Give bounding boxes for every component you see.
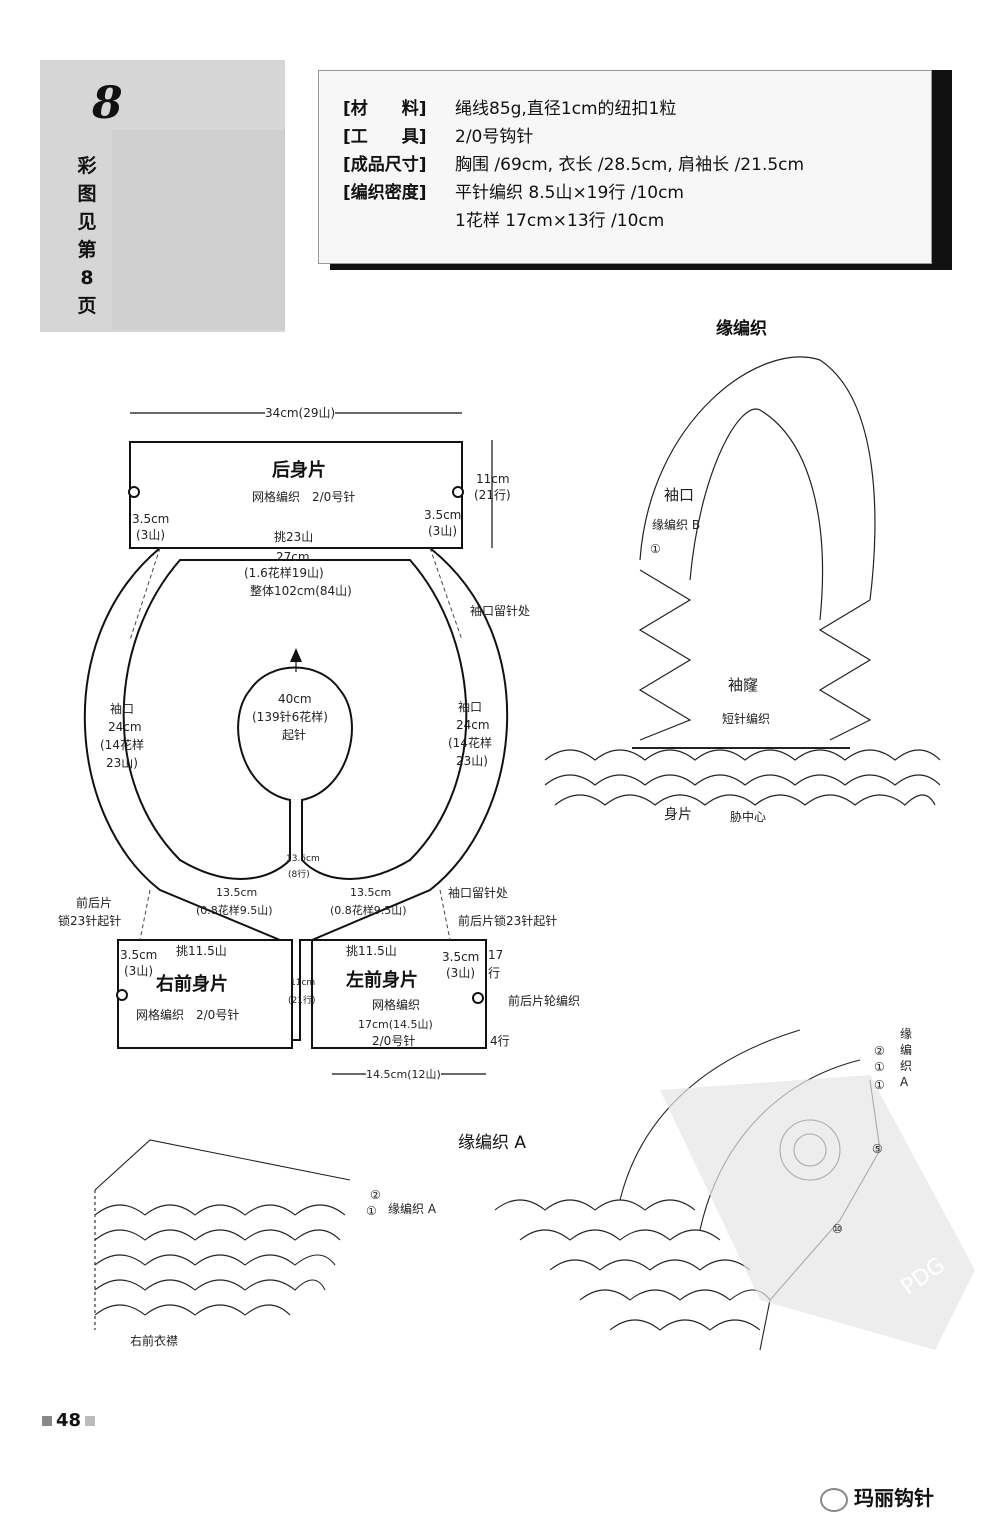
- neck-stitches-label: (139针6花样): [252, 710, 328, 724]
- rf-3-shan: (3山): [124, 964, 153, 978]
- fan-row-10: ⑩: [832, 1222, 843, 1236]
- edge-b-label: 缘编织 B: [652, 518, 701, 532]
- back-piece-outline: [129, 441, 463, 549]
- back-rows-label: (21行): [474, 488, 511, 502]
- cuff-hold-top-label: 袖口留针处: [470, 604, 531, 618]
- front-left-13-5cm: 13.5cm: [216, 886, 258, 899]
- rows-17-label: 17: [488, 948, 504, 962]
- sleeve-arch-outer: [639, 356, 876, 601]
- neck-40cm-label: 40cm: [278, 692, 312, 706]
- edge-knit-title: 缘编织: [716, 319, 767, 339]
- right-front-title: 右前身片: [156, 974, 228, 995]
- edge-a-title: 缘编织 A: [458, 1133, 527, 1153]
- front-mid-21-rows: (21行): [288, 996, 316, 1006]
- wechat-icon: [820, 1487, 848, 1512]
- rows-4-label: 4行: [490, 1034, 510, 1048]
- left-front-outline: [311, 939, 487, 1049]
- back-width-label: 34cm(29山): [265, 406, 336, 420]
- photo-reference: 彩 图 见 第 8 页: [77, 155, 97, 317]
- page-number: 48: [42, 1410, 96, 1431]
- cuff-title: 袖口: [664, 486, 695, 504]
- front-mid-11cm: 11cm: [290, 978, 316, 988]
- back-right-3-5cm: 3.5cm: [424, 508, 462, 522]
- left-sleeve-label-2: 24cm: [108, 720, 142, 734]
- yoke-outer-outline: [83, 547, 509, 1041]
- garment-photo: [112, 130, 285, 330]
- short-stitch-label: 短针编织: [722, 712, 771, 726]
- body-label: 身片: [664, 807, 692, 823]
- lf-3-shan: (3山): [446, 966, 475, 980]
- edge-a-side-label: 缘编织 A: [388, 1202, 437, 1216]
- front-left-motif: (0.8花样9.5山): [196, 904, 273, 917]
- rf-3-5cm: 3.5cm: [120, 948, 158, 962]
- pick-23-label: 挑23山: [274, 530, 314, 544]
- sleeve-arch-inner: [689, 408, 824, 621]
- left-front-title: 左前身片: [346, 970, 418, 991]
- page-marker-icon: [42, 1416, 52, 1426]
- right-placket-label: 右前衣襟: [130, 1334, 179, 1348]
- edge-a-row-1: ①: [366, 1204, 377, 1218]
- front-right-motif: (0.8花样9.5山): [330, 904, 407, 917]
- lf-3-5cm: 3.5cm: [442, 950, 480, 964]
- yoke-27cm-label: 27cm: [276, 550, 310, 564]
- lock-left-label-1: 前后片: [76, 896, 113, 910]
- right-sleeve-label-4: 23山): [456, 754, 488, 768]
- back-left-3-5cm: 3.5cm: [132, 512, 170, 526]
- info-box-shadow: [930, 70, 952, 270]
- right-sleeve-label-3: (14花样: [448, 736, 492, 750]
- fan-vertical-label: 缘 编 织 A: [900, 1027, 913, 1089]
- yoke-motif-label: (1.6花样19山): [244, 566, 324, 580]
- info-row-size: [成品尺寸]胸围 /69cm, 衣长 /28.5cm, 肩袖长 /21.5cm: [343, 155, 805, 175]
- left-sleeve-label-4: 23山): [106, 756, 138, 770]
- right-sleeve-label-2: 24cm: [456, 718, 490, 732]
- left-sleeve-label-1: 袖口: [110, 702, 135, 716]
- cuff-hold-bottom-label: 袖口留针处: [448, 886, 509, 900]
- info-row-tools: [工 具]2/0号钩针: [343, 127, 534, 147]
- lf-pattern-label: 网格编织: [372, 998, 421, 1012]
- yoke-total-label: 整体102cm(84山): [250, 584, 352, 598]
- neck-cast-on-label: 起针: [282, 728, 307, 742]
- page-marker-icon-right: [85, 1416, 96, 1426]
- fan-row-1b: ①: [874, 1078, 885, 1092]
- center-8-rows: (8行): [288, 870, 310, 880]
- materials-info-box: [材 料]绳线85g,直径1cm的纽扣1粒 [工 具]2/0号钩针 [成品尺寸]…: [318, 70, 932, 264]
- back-pattern-label: 网格编织 2/0号针: [252, 490, 356, 504]
- back-right-3-shan: (3山): [428, 524, 457, 538]
- pick-11-5-left: 挑11.5山: [176, 944, 227, 958]
- info-row-gauge: [编织密度]平针编织 8.5山×19行 /10cm: [343, 183, 684, 203]
- yoke-inner-outline: [122, 559, 468, 880]
- lock-right-label: 前后片锁23针起针: [458, 914, 558, 928]
- front-width-label: 14.5cm(12山): [366, 1068, 441, 1082]
- back-piece-title: 后身片: [272, 460, 326, 481]
- rf-pattern-label: 网格编织 2/0号针: [136, 1008, 240, 1022]
- lock-left-label-2: 锁23针起针: [58, 914, 122, 928]
- info-row-materials: [材 料]绳线85g,直径1cm的纽扣1粒: [343, 99, 677, 119]
- pattern-number: 8: [92, 78, 123, 129]
- fan-row-2: ②: [874, 1044, 885, 1058]
- left-sleeve-label-3: (14花样: [100, 738, 144, 752]
- wheel-knit-label: 前后片轮编织: [508, 994, 581, 1008]
- fan-row-5: ⑤: [872, 1142, 883, 1156]
- side-center-label: 胁中心: [730, 810, 767, 824]
- back-height-label: 11cm: [476, 472, 510, 486]
- back-left-3-shan: (3山): [136, 528, 165, 542]
- info-row-gauge-2: 1花样 17cm×13行 /10cm: [455, 211, 665, 231]
- armhole-label: 袖窿: [728, 676, 759, 694]
- edge-a-row-2: ②: [370, 1188, 381, 1202]
- wechat-watermark: 玛丽钩针: [820, 1482, 934, 1512]
- lf-width-label: 17cm(14.5山): [358, 1018, 433, 1031]
- pick-11-5-right: 挑11.5山: [346, 944, 397, 958]
- pattern-badge: 8 彩 图 见 第 8 页: [40, 60, 285, 332]
- rows-17-unit: 行: [488, 966, 501, 980]
- right-front-outline: [117, 939, 293, 1049]
- center-13-5cm: 13.5cm: [286, 854, 320, 864]
- row-1-marker: ①: [650, 542, 661, 556]
- lf-hook-label: 2/0号针: [372, 1034, 416, 1048]
- fan-row-1: ①: [874, 1060, 885, 1074]
- front-right-13-5cm: 13.5cm: [350, 886, 392, 899]
- right-sleeve-label-1: 袖口: [458, 700, 483, 714]
